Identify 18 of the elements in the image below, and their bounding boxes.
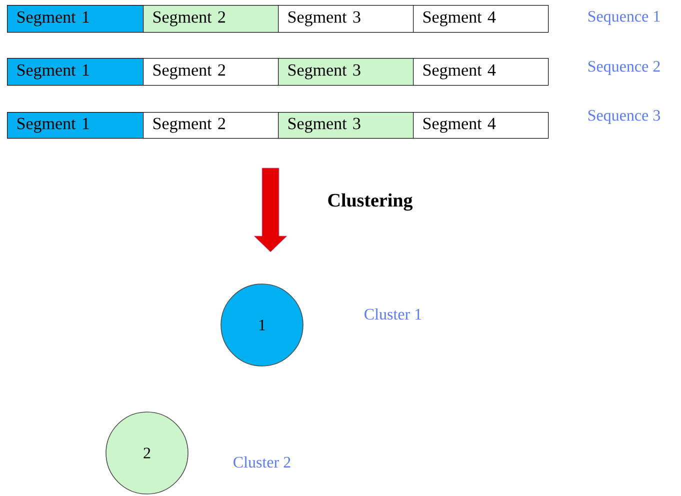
segment-cell: Segment 1 (7, 112, 144, 139)
segment-cell: Segment 3 (278, 112, 414, 139)
segment-cell: Segment 2 (143, 5, 279, 33)
sequence-label: Sequence 3 (588, 110, 660, 124)
segment-cell: Segment 2 (143, 112, 279, 139)
segment-cell: Segment 3 (278, 5, 414, 33)
cluster-label: Cluster 1 (364, 308, 422, 320)
segment-cell: Segment 3 (278, 58, 414, 86)
segment-cell: Segment 2 (143, 58, 279, 86)
sequence-label: Sequence 2 (588, 61, 660, 75)
step-label: Clustering (328, 193, 413, 211)
sequence-label: Sequence 1 (588, 11, 660, 25)
segment-cell: Segment 1 (7, 58, 144, 86)
cluster-label: Cluster 2 (234, 456, 290, 468)
segment-cell: Segment 4 (413, 112, 549, 139)
segment-cell: Segment 4 (413, 58, 549, 86)
segment-cell: Segment 1 (7, 5, 144, 33)
segment-cell: Segment 4 (413, 5, 549, 33)
